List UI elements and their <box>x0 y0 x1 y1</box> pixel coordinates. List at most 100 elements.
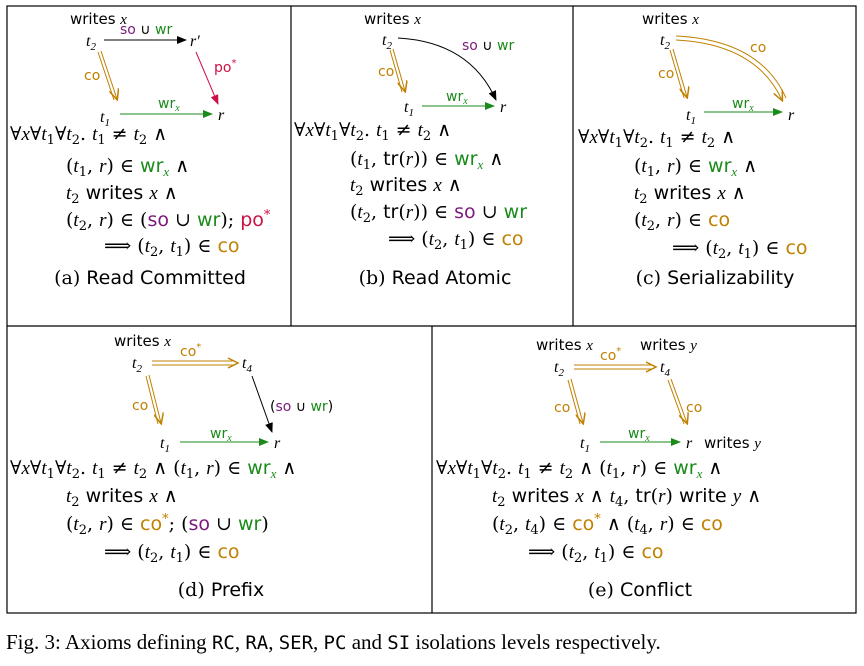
axiom-a-line5: ⟹ (t2, t1) ∈ co <box>104 235 240 260</box>
edge-co <box>145 374 161 424</box>
node-t4: t4 <box>660 359 670 379</box>
axiom-e-line2: t2 writes x ∧ t4, tr(r) write y ∧ <box>492 485 761 510</box>
node-r-prime: r′ <box>190 33 200 50</box>
axiom-a-line3: t2 writes x ∧ <box>66 182 178 207</box>
axiom-c-line2: (t1, r) ∈ wrx ∧ <box>634 155 757 180</box>
node-t1: t1 <box>100 109 110 129</box>
axiom-a-line4: (t2, r) ∈ (so ∪ wr); po* <box>66 208 271 234</box>
axiom-a: ∀x∀t1∀t2. t1 ≠ t2 ∧ (t1, r) ∈ wrx ∧ t2 w… <box>10 123 271 260</box>
node-t2: t2 <box>660 32 670 52</box>
edge-label-so-wr: so ∪ wr <box>120 22 172 38</box>
panel-e: writes x writes y t2 t4 t1 r writes y co… <box>436 336 761 601</box>
axiom-b-line4: (t2, tr(r)) ∈ so ∪ wr <box>350 201 527 226</box>
figure-caption-and: and <box>351 630 383 654</box>
panel-d: writes x t2 t4 t1 r co* co (so ∪ wr) wrx… <box>10 332 333 601</box>
axiom-c-line5: ⟹ (t2, t1) ∈ co <box>672 237 808 262</box>
axiom-d-line3: (t2, r) ∈ co*; (so ∪ wr) <box>66 512 269 538</box>
edge-co-star <box>574 361 658 373</box>
axiom-c-line1: ∀x∀t1∀t2. t1 ≠ t2 ∧ <box>578 126 735 151</box>
axiom-e-line1: ∀x∀t1∀t2. t1 ≠ t2 ∧ (t1, r) ∈ wrx ∧ <box>436 457 722 482</box>
axiom-e-line3: (t2, t4) ∈ co* ∧ (t4, r) ∈ co <box>492 512 723 538</box>
node-r: r <box>218 107 225 124</box>
edge-label-wrx: wrx <box>446 89 468 107</box>
edge-label-co: co <box>132 398 148 414</box>
caption-e: (e) Conflict <box>588 579 692 601</box>
edge-label-wrx: wrx <box>628 426 650 444</box>
figure-caption-prefix: Fig. 3: Axioms defining <box>6 630 207 654</box>
edge-co-right <box>667 378 687 424</box>
edge-label-co-star: co* <box>180 342 201 360</box>
level-rc: RC <box>211 632 235 654</box>
edge-label-wrx: wrx <box>210 426 232 444</box>
node-r: r <box>274 435 281 452</box>
axiom-b-line5: ⟹ (t2, t1) ∈ co <box>388 228 524 253</box>
panel-b: writes x t2 t1 r so ∪ wr co wrx ∀x∀t1∀t2… <box>294 10 527 289</box>
node-t1: t1 <box>580 435 590 455</box>
caption-a: (a) Read Committed <box>54 267 246 289</box>
node-t2: t2 <box>132 355 142 375</box>
writes-x-label: writes x <box>114 332 171 350</box>
axiom-e: ∀x∀t1∀t2. t1 ≠ t2 ∧ (t1, r) ∈ wrx ∧ t2 w… <box>436 457 761 566</box>
edge-label-co: co <box>658 66 674 82</box>
edge-label-po-star: po* <box>214 58 236 76</box>
node-t2: t2 <box>86 33 96 53</box>
edge-label-co-left: co <box>554 400 570 416</box>
node-r: r <box>788 107 795 124</box>
figure-caption-suffix: isolations levels respectively. <box>415 630 661 654</box>
axiom-d-line4: ⟹ (t2, t1) ∈ co <box>104 541 240 566</box>
node-t1: t1 <box>160 435 170 455</box>
axiom-d-line1: ∀x∀t1∀t2. t1 ≠ t2 ∧ (t1, r) ∈ wrx ∧ <box>10 457 296 482</box>
level-pc: PC <box>323 632 347 654</box>
axiom-b-line1: ∀x∀t1∀t2. t1 ≠ t2 ∧ <box>294 119 451 144</box>
axiom-d: ∀x∀t1∀t2. t1 ≠ t2 ∧ (t1, r) ∈ wrx ∧ t2 w… <box>10 457 296 566</box>
node-t2: t2 <box>554 359 564 379</box>
node-r: r <box>686 435 693 452</box>
axiom-c-line3: t2 writes x ∧ <box>634 182 746 207</box>
node-t1: t1 <box>686 107 696 127</box>
writes-y-label-r: writes y <box>704 434 761 452</box>
axiom-c: ∀x∀t1∀t2. t1 ≠ t2 ∧ (t1, r) ∈ wrx ∧ t2 w… <box>578 126 808 262</box>
axiom-a-line1: ∀x∀t1∀t2. t1 ≠ t2 ∧ <box>10 123 167 148</box>
edge-label-so-wr: so ∪ wr <box>462 38 514 54</box>
edge-co-left <box>567 378 583 424</box>
edge-co-star <box>152 357 240 369</box>
edge-co <box>669 48 687 98</box>
edge-co <box>97 50 117 100</box>
edge-co-curve <box>675 35 787 100</box>
panel-a: writes x t2 r′ t1 r so ∪ wr co po* wrx ∀… <box>10 10 271 289</box>
edge-label-wrx: wrx <box>158 96 180 114</box>
axiom-b-line3: t2 writes x ∧ <box>350 174 462 199</box>
panel-c: writes x t2 t1 r co co wrx ∀x∀t1∀t2. t1 … <box>578 10 808 289</box>
writes-x-label: writes x <box>364 10 421 28</box>
edge-po-star <box>195 51 219 105</box>
edge-label-co-right: co <box>686 400 702 416</box>
caption-c: (c) Serializability <box>636 267 795 289</box>
edge-label-co-star: co* <box>600 346 621 364</box>
edge-label-wrx: wrx <box>732 96 754 114</box>
writes-x-label: writes x <box>70 10 127 28</box>
edge-label-co: co <box>84 68 100 84</box>
node-r: r <box>500 99 507 116</box>
writes-y-label-top: writes y <box>640 336 697 354</box>
writes-x-label: writes x <box>642 10 699 28</box>
level-ser: SER <box>278 632 314 654</box>
node-t1: t1 <box>404 99 414 119</box>
edge-so-wr <box>251 375 273 433</box>
figure-caption: Fig. 3: Axioms defining RC, RA, SER, PC … <box>6 630 661 654</box>
panel-borders <box>6 5 857 614</box>
edge-so-wr-curve <box>397 37 497 101</box>
edge-label-co: co <box>378 64 394 80</box>
axiom-b-line2: (t1, tr(r)) ∈ wrx ∧ <box>350 148 503 173</box>
caption-d: (d) Prefix <box>178 579 264 601</box>
node-t4: t4 <box>242 355 252 375</box>
writes-x-label: writes x <box>536 336 593 354</box>
edge-label-co-curve: co <box>750 40 766 56</box>
axiom-c-line4: (t2, r) ∈ co <box>634 209 730 234</box>
node-t2: t2 <box>382 32 392 52</box>
level-ra: RA <box>245 632 269 654</box>
edge-label-so-wr: (so ∪ wr) <box>270 399 333 415</box>
axiom-d-line2: t2 writes x ∧ <box>66 485 178 510</box>
axiom-b: ∀x∀t1∀t2. t1 ≠ t2 ∧ (t1, tr(r)) ∈ wrx ∧ … <box>294 119 527 253</box>
axiom-a-line2: (t1, r) ∈ wrx ∧ <box>66 155 189 180</box>
